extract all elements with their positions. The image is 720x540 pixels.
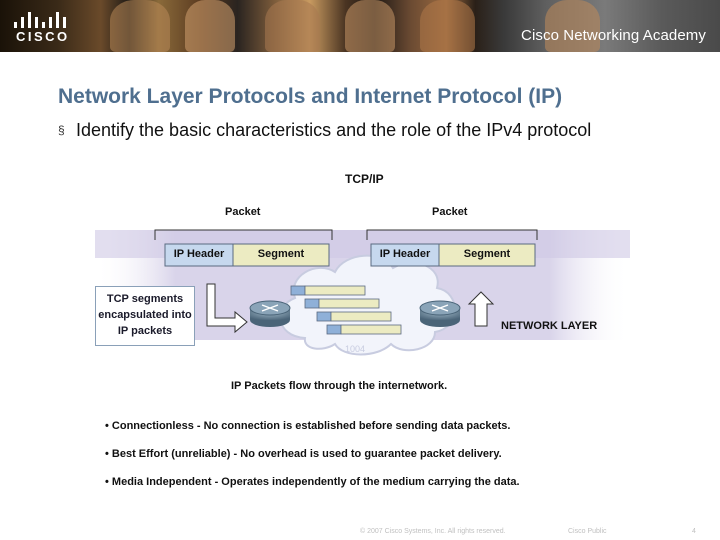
cloud-label: 1004 xyxy=(345,344,366,354)
banner-photo-1 xyxy=(110,0,170,52)
right-packet-label: Packet xyxy=(432,206,468,218)
feature-best-effort: • Best Effort (unreliable) - No overhead… xyxy=(105,448,502,460)
footer-copyright: © 2007 Cisco Systems, Inc. All rights re… xyxy=(360,528,506,535)
left-router-icon xyxy=(249,300,291,327)
banner-photo-5 xyxy=(420,0,475,52)
diagram-caption: IP Packets flow through the internetwork… xyxy=(231,380,448,392)
banner-photo-2 xyxy=(185,0,235,52)
banner-photo-4 xyxy=(345,0,395,52)
encapsulation-note: TCP segments encapsulated into IP packet… xyxy=(95,286,195,346)
up-arrow xyxy=(467,291,495,327)
banner-photo-3 xyxy=(265,0,320,52)
ip-diagram: TCP/IP Packet Packet IP Header Segment I… xyxy=(95,168,630,400)
bullet-marker: § xyxy=(58,123,65,137)
cisco-bridge-icon xyxy=(14,10,68,28)
network-layer-label: NETWORK LAYER xyxy=(501,320,598,332)
left-packet-label: Packet xyxy=(225,206,261,218)
right-ip-header-label: IP Header xyxy=(379,248,431,260)
page-number: 4 xyxy=(692,528,696,535)
banner-photo-6 xyxy=(545,0,600,52)
ip-characteristics-list: • Connectionless - No connection is esta… xyxy=(105,420,665,504)
right-segment-label: Segment xyxy=(463,248,511,260)
right-packet-bracket xyxy=(366,229,538,240)
header-banner: CISCO Cisco Networking Academy xyxy=(0,0,720,52)
diagram-graphics xyxy=(95,229,630,356)
left-packet-bracket xyxy=(154,229,333,240)
slide-title: Network Layer Protocols and Internet Pro… xyxy=(58,85,563,108)
right-router-icon xyxy=(419,300,461,327)
left-ip-header-label: IP Header xyxy=(173,248,225,260)
right-segment-box xyxy=(438,243,536,267)
feature-connectionless: • Connectionless - No connection is esta… xyxy=(105,420,511,432)
flowing-packets xyxy=(290,285,402,335)
encapsulate-arrow xyxy=(206,283,248,334)
bullet-text: Identify the basic characteristics and t… xyxy=(76,120,592,140)
slide-bullet: § Identify the basic characteristics and… xyxy=(58,118,678,142)
left-segment-box xyxy=(232,243,330,267)
cisco-wordmark: CISCO xyxy=(16,29,70,44)
left-segment-label: Segment xyxy=(257,248,305,260)
feature-media-independent: • Media Independent - Operates independe… xyxy=(105,476,520,488)
tcpip-label: TCP/IP xyxy=(345,172,384,186)
footer-label: Cisco Public xyxy=(568,528,607,535)
academy-title: Cisco Networking Academy xyxy=(521,27,706,44)
cisco-logo: CISCO xyxy=(10,8,72,44)
